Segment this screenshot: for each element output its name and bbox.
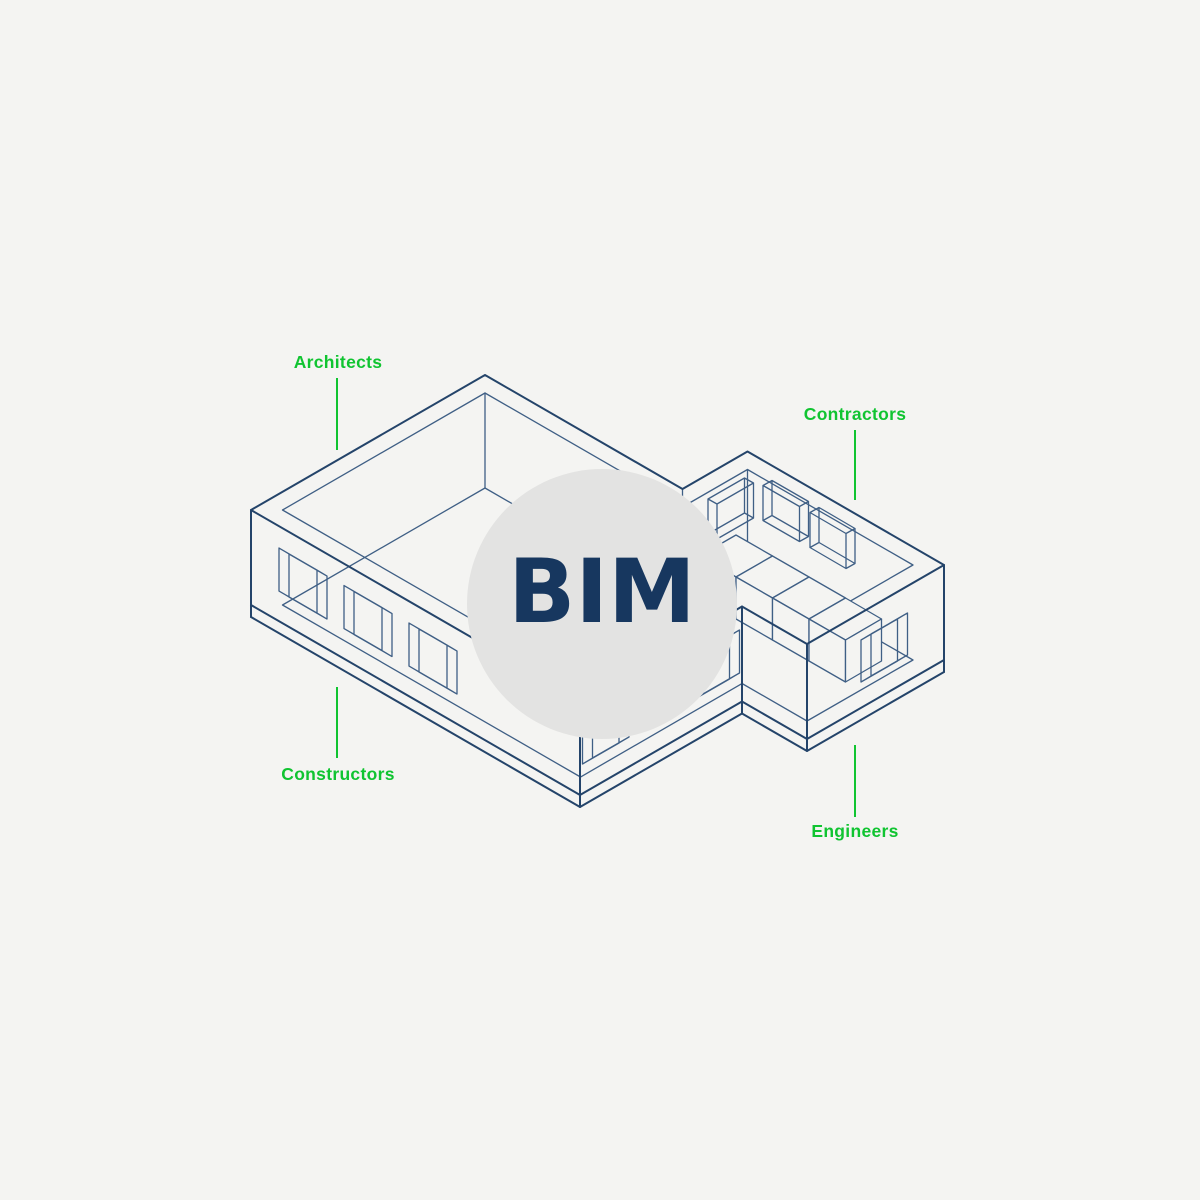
annotation-label-engineers: Engineers bbox=[811, 821, 898, 841]
annex-back-window-2 bbox=[809, 506, 856, 570]
annex-right-window bbox=[860, 612, 909, 683]
front-window-1 bbox=[278, 547, 328, 620]
annotation-label-architects: Architects bbox=[294, 352, 383, 372]
front-window-2 bbox=[343, 584, 393, 658]
corner-verticals bbox=[250, 509, 945, 808]
wall-bottom-edge bbox=[250, 604, 945, 796]
annotation-label-contractors: Contractors bbox=[804, 404, 906, 424]
annotation-label-constructors: Constructors bbox=[281, 764, 394, 784]
annex-left-window bbox=[707, 477, 755, 540]
bim-circle bbox=[467, 469, 737, 739]
plinth-ground-edge bbox=[250, 616, 945, 808]
annotations: Architects Contractors Constructors Engi… bbox=[281, 352, 906, 841]
front-window-3 bbox=[408, 622, 458, 695]
annex-back-window-1 bbox=[762, 479, 810, 543]
bim-label: BIM bbox=[508, 540, 695, 643]
